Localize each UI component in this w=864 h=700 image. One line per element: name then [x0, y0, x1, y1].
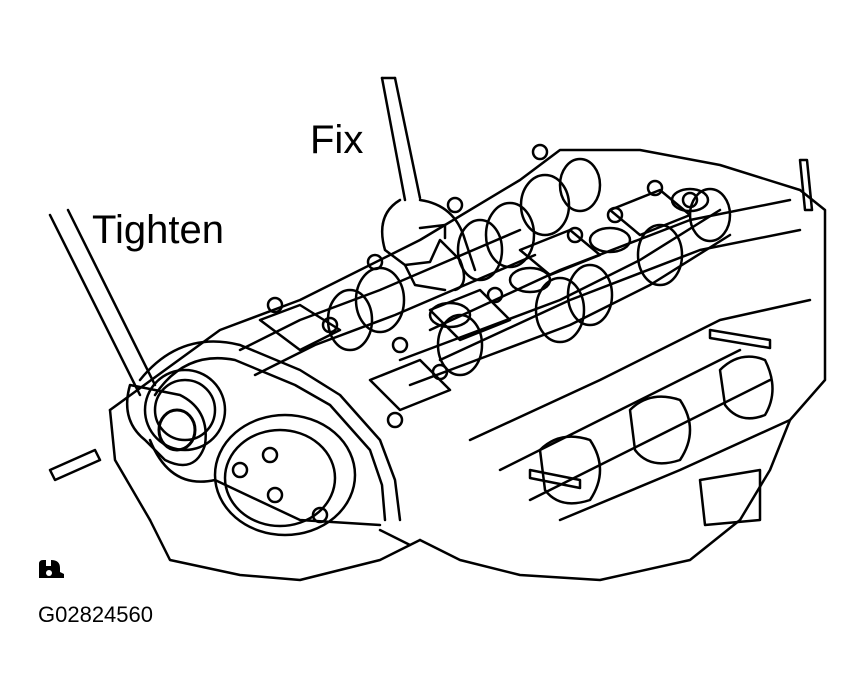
figure-code: G02824560 [38, 602, 153, 627]
fix-label: Fix [310, 118, 364, 162]
torque-wrench-icon [39, 560, 64, 578]
bearing-caps [258, 188, 692, 412]
tighten-label: Tighten [92, 208, 224, 252]
intake-camshaft [398, 187, 732, 387]
intake-ports [538, 355, 774, 527]
spark-plug-holes [428, 187, 710, 329]
exhaust-camshaft [238, 157, 602, 377]
camshaft-sprocket [143, 368, 227, 452]
cap-bolts [266, 143, 699, 429]
timing-chain [138, 340, 402, 527]
studs [48, 158, 814, 547]
fix-wrench [380, 76, 477, 292]
vvt-gear [213, 413, 357, 537]
tighten-wrench [48, 208, 207, 467]
